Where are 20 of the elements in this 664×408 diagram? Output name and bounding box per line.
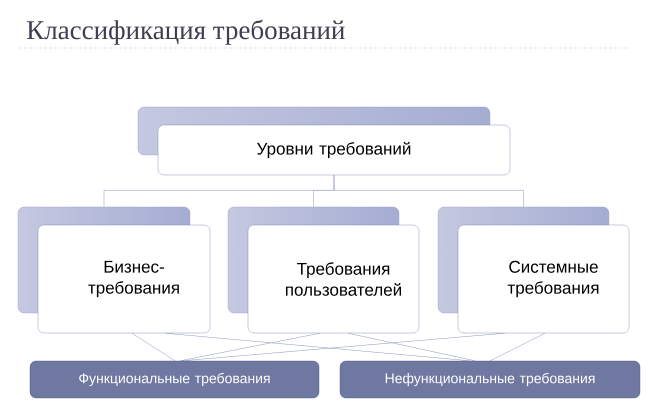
connector-line	[334, 175, 524, 207]
box-label: Требования пользователей	[286, 262, 401, 296]
category-box	[30, 360, 320, 398]
requirement-box	[248, 224, 420, 334]
connector-line	[132, 333, 176, 361]
requirement-box	[458, 224, 630, 334]
requirement-box	[158, 124, 510, 176]
box-label: Функциональные требования	[79, 372, 270, 386]
title: Классификация требований	[26, 20, 345, 45]
category-box	[340, 360, 640, 398]
requirement-box	[38, 224, 210, 334]
connector-line	[490, 333, 546, 361]
box-label: Уровни требований	[257, 142, 410, 158]
box-label: Бизнес-требования	[88, 260, 179, 298]
connector-line	[348, 333, 476, 361]
connector-line	[182, 333, 506, 361]
connector-line	[164, 333, 470, 361]
box-label: Нефункциональные требования	[386, 372, 594, 386]
box-label: Системные требования	[508, 260, 598, 298]
connector-line	[180, 333, 320, 361]
